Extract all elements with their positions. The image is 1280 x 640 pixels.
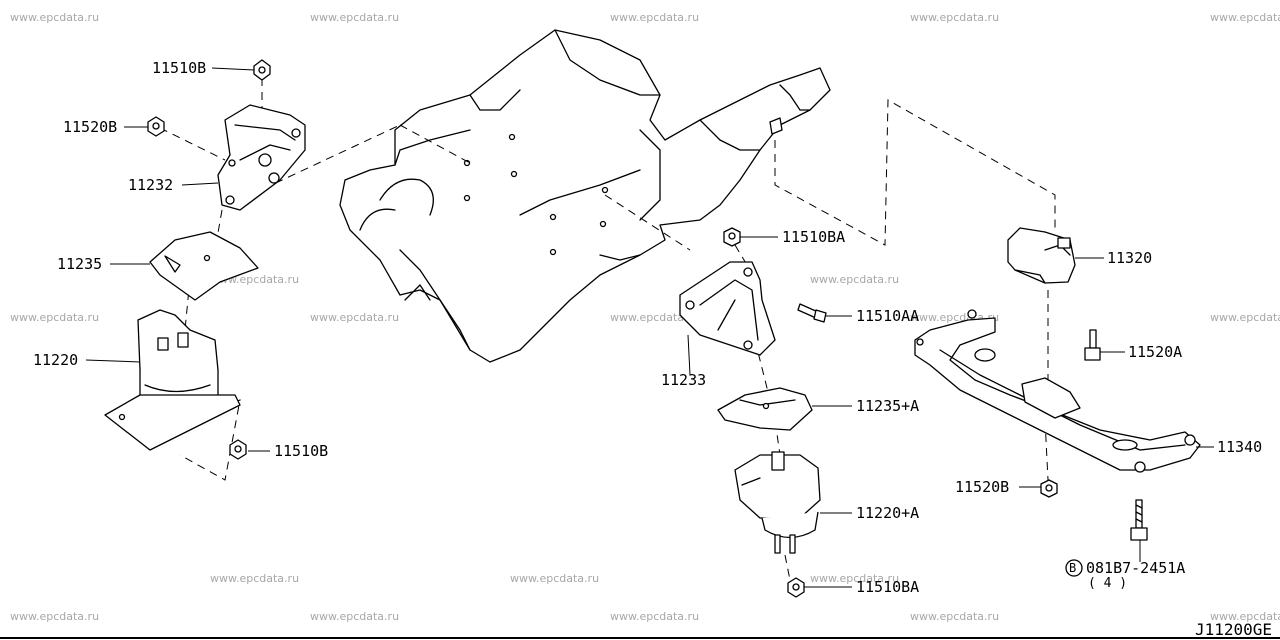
bolt-081b7-2451a <box>1130 499 1148 541</box>
callout-11220: 11220 <box>33 351 79 369</box>
callout-11510ba-low: 11510BA <box>856 578 920 596</box>
callout-bolt-qty: ( 4 ) <box>1088 576 1128 591</box>
diagram-code: J11200GE <box>1194 620 1272 639</box>
callout-11520b-right: 11520B <box>955 478 1010 496</box>
bolt-11520a <box>1084 329 1101 361</box>
watermark: www.epcdata.ru <box>310 610 400 623</box>
callout-11510ba-top: 11510BA <box>782 228 846 246</box>
callout-11340: 11340 <box>1217 438 1263 456</box>
engine-transmission-assembly <box>339 29 831 363</box>
bottom-rule <box>0 637 1280 639</box>
callout-11510aa: 11510AA <box>856 307 920 325</box>
nut-11510ba-top <box>723 227 741 247</box>
nut-11510b-low <box>229 439 247 460</box>
callout-bolt-code: 081B7-2451A <box>1086 559 1186 577</box>
watermark: www.epcdata.ru <box>10 610 100 623</box>
engine-mount-insulator-11220a <box>734 451 821 554</box>
watermark: www.epcdata.ru <box>810 273 900 286</box>
insulator-plate-11235 <box>149 231 259 301</box>
engine-mount-insulator-11220 <box>104 309 241 451</box>
watermark: www.epcdata.ru <box>210 572 300 585</box>
engine-mount-bracket-11233 <box>679 261 776 356</box>
callout-11235: 11235 <box>57 255 103 273</box>
callout-11235a: 11235+A <box>856 397 920 415</box>
watermark: www.epcdata.ru <box>610 11 700 24</box>
watermark: www.epcdata.ru <box>1210 610 1280 623</box>
callout-11510b-low: 11510B <box>274 442 329 460</box>
bolt-11510aa <box>797 303 827 323</box>
watermark: www.epcdata.ru <box>810 572 900 585</box>
nut-11520b-left <box>147 116 165 137</box>
nut-11520b-right <box>1040 479 1058 498</box>
watermark: www.epcdata.ru <box>610 610 700 623</box>
watermark: www.epcdata.ru <box>910 11 1000 24</box>
watermark: www.epcdata.ru <box>510 572 600 585</box>
insulator-plate-11235a <box>717 387 813 431</box>
watermark: www.epcdata.ru <box>910 610 1000 623</box>
watermark: www.epcdata.ru <box>310 311 400 324</box>
watermark: www.epcdata.ru <box>10 311 100 324</box>
watermark: www.epcdata.ru <box>10 11 100 24</box>
callout-11220a: 11220+A <box>856 504 920 522</box>
callout-bolt-symbol: B <box>1069 561 1077 575</box>
watermark: www.epcdata.ru <box>1210 311 1280 324</box>
watermark: www.epcdata.ru <box>1210 11 1280 24</box>
watermark: www.epcdata.ru <box>610 311 700 324</box>
engine-mount-bracket-11232 <box>217 104 306 211</box>
callout-11233: 11233 <box>661 371 707 389</box>
callout-11232: 11232 <box>128 176 174 194</box>
callout-11320: 11320 <box>1107 249 1153 267</box>
rear-mount-11320 <box>1007 227 1076 284</box>
callout-11520a: 11520A <box>1128 343 1183 361</box>
callout-11510b-top: 11510B <box>152 59 207 77</box>
bolt-symbol-circle <box>1065 559 1083 577</box>
callout-11520b-left: 11520B <box>63 118 118 136</box>
watermark: www.epcdata.ru <box>310 11 400 24</box>
nut-11510ba-low <box>787 577 805 598</box>
crossmember-11340 <box>914 309 1201 473</box>
nut-11510b-top <box>253 59 271 81</box>
